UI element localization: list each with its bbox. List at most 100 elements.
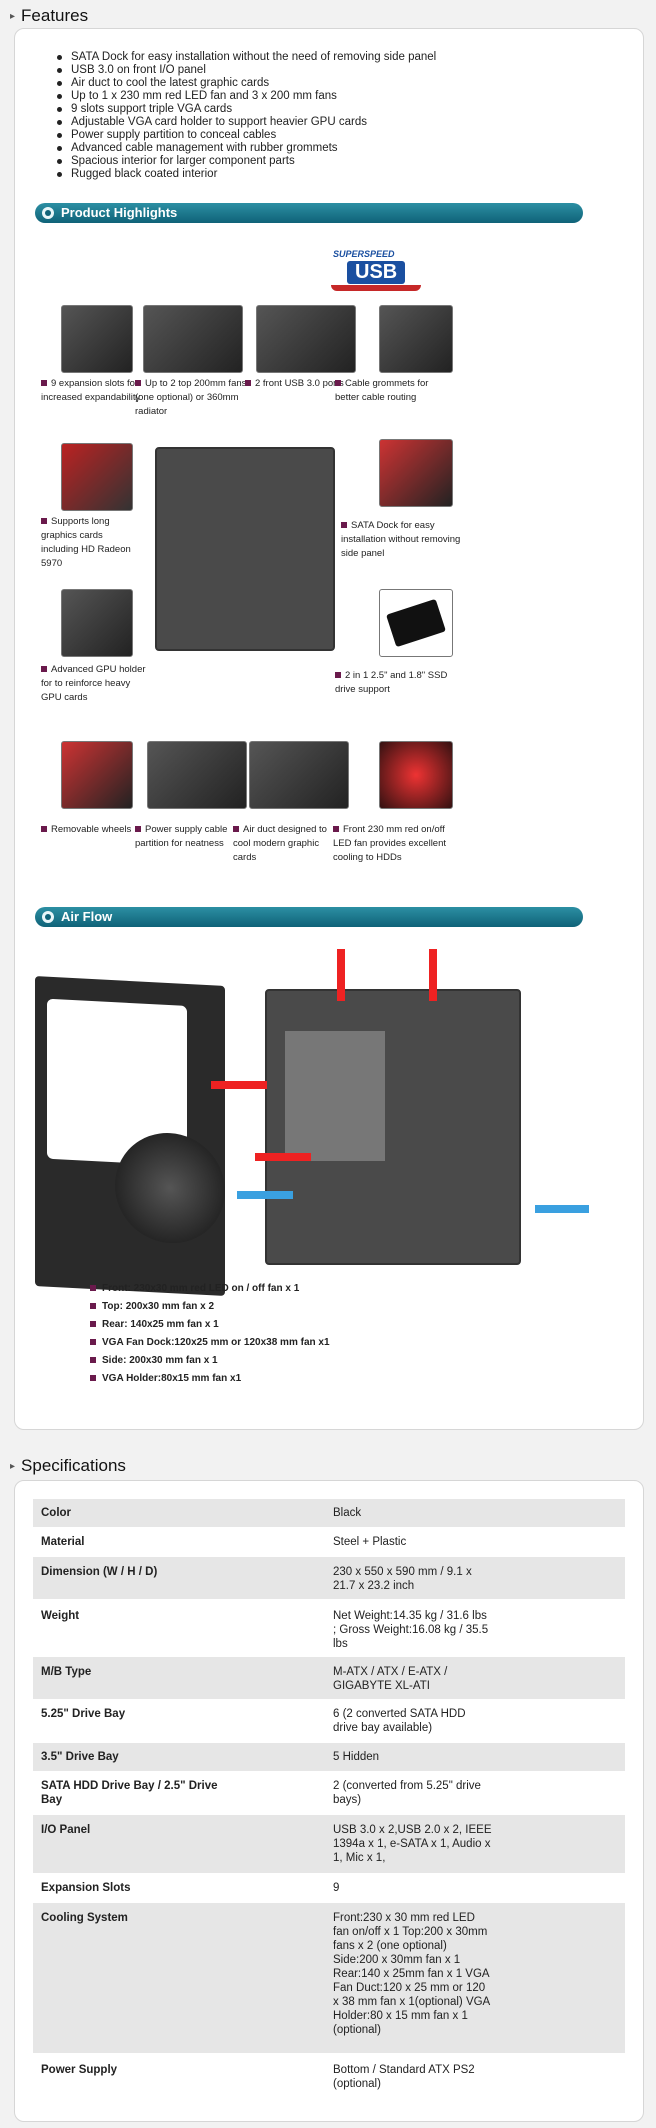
spec-key: Power Supply — [41, 2064, 118, 2076]
thumb-expansion-slots — [61, 305, 133, 373]
usb-logo: SUPERSPEED USB — [329, 249, 425, 299]
spec-key: Expansion Slots — [41, 1882, 131, 1894]
fan-item: Side: 200x30 mm fan x 1 — [90, 1352, 330, 1370]
fan-item: Front: 230x30 mm red LED on / off fan x … — [90, 1280, 330, 1298]
airflow-arrow-left — [211, 1081, 267, 1089]
thumb-psu-partition — [147, 741, 247, 809]
spec-value: M-ATX / ATX / E-ATX / GIGABYTE XL-ATI — [333, 1666, 448, 1692]
spec-key: Color — [41, 1507, 72, 1519]
spec-row: Color Black — [33, 1499, 625, 1527]
caption-air-duct: Air duct designed to cool modern graphic… — [233, 824, 327, 863]
bullet-icon — [42, 911, 54, 923]
caption-front-fan: Front 230 mm red on/off LED fan provides… — [333, 824, 447, 863]
fan-list: Front: 230x30 mm red LED on / off fan x … — [90, 1280, 330, 1388]
spec-row: Expansion Slots 9 — [33, 1873, 625, 1903]
airflow-arrow-left — [255, 1153, 311, 1161]
spec-value: USB 3.0 x 2,USB 2.0 x 2, IEEE 1394a x 1,… — [333, 1824, 492, 1864]
fan-item: VGA Fan Dock:120x25 mm or 120x38 mm fan … — [90, 1334, 330, 1352]
feature-item: Rugged black coated interior — [55, 168, 436, 181]
spec-row: 5.25" Drive Bay 6 (2 converted SATA HDD … — [33, 1699, 625, 1743]
feature-item: Advanced cable management with rubber gr… — [55, 142, 436, 155]
thumb-top-fans — [143, 305, 243, 373]
thumb-front-fan — [379, 741, 453, 809]
airflow-arrow-up — [429, 949, 437, 1001]
thumb-wheels — [61, 741, 133, 809]
thumb-cable-grommets — [379, 305, 453, 373]
feature-item: SATA Dock for easy installation without … — [55, 51, 436, 64]
fan-item: Rear: 140x25 mm fan x 1 — [90, 1316, 330, 1334]
air-flow-title: Air Flow — [61, 909, 113, 924]
specifications-heading: ▸ Specifications — [10, 1456, 126, 1476]
caret-icon: ▸ — [10, 1460, 16, 1472]
caption-ssd: 2 in 1 2.5" and 1.8" SSD drive support — [335, 670, 448, 695]
spec-row: Dimension (W / H / D) 230 x 550 x 590 mm… — [33, 1557, 625, 1599]
thumb-gpu-holder — [61, 589, 133, 657]
fan-item: VGA Holder:80x15 mm fan x1 — [90, 1370, 330, 1388]
airflow-arrow-left — [535, 1205, 589, 1213]
spec-key: I/O Panel — [41, 1824, 91, 1836]
airflow-case-image — [265, 989, 521, 1265]
caption-top-fans: Up to 2 top 200mm fans (one optional) or… — [135, 378, 247, 417]
spec-value: Net Weight:14.35 kg / 31.6 lbs ; Gross W… — [333, 1610, 489, 1650]
caption-grommets: Cable grommets for better cable routing — [335, 378, 429, 403]
specifications-title: Specifications — [21, 1456, 126, 1475]
thumb-sata-dock — [379, 439, 453, 507]
feature-item: Air duct to cool the latest graphic card… — [55, 77, 436, 90]
caption-psu: Power supply cable partition for neatnes… — [135, 824, 228, 849]
spec-value: Steel + Plastic — [333, 1536, 407, 1548]
spec-value: 2 (converted from 5.25" drive bays) — [333, 1780, 481, 1806]
spec-row: Cooling System Front:230 x 30 mm red LED… — [33, 1903, 625, 2053]
spec-row: I/O Panel USB 3.0 x 2,USB 2.0 x 2, IEEE … — [33, 1815, 625, 1873]
caption-wheels: Removable wheels — [41, 823, 151, 837]
spec-value: 230 x 550 x 590 mm / 9.1 x 21.7 x 23.2 i… — [333, 1566, 472, 1592]
bullet-icon — [42, 207, 54, 219]
spec-row: 3.5" Drive Bay 5 Hidden — [33, 1743, 625, 1771]
spec-value: 6 (2 converted SATA HDD drive bay availa… — [333, 1708, 466, 1734]
feature-item: USB 3.0 on front I/O panel — [55, 64, 436, 77]
feature-item: Spacious interior for larger component p… — [55, 155, 436, 168]
spec-key: Weight — [41, 1610, 80, 1622]
spec-row: M/B Type M-ATX / ATX / E-ATX / GIGABYTE … — [33, 1657, 625, 1699]
spec-value: Bottom / Standard ATX PS2 (optional) — [333, 2064, 475, 2090]
thumb-air-duct — [249, 741, 349, 809]
thumb-ssd — [379, 589, 453, 657]
fan-item: Top: 200x30 mm fan x 2 — [90, 1298, 330, 1316]
thumb-usb-ports — [256, 305, 356, 373]
usb-logo-swoosh — [331, 285, 421, 291]
features-card: SATA Dock for easy installation without … — [14, 28, 644, 1430]
spec-value: Black — [333, 1507, 362, 1519]
features-list: SATA Dock for easy installation without … — [55, 51, 436, 181]
features-title: Features — [21, 6, 89, 25]
feature-item: Adjustable VGA card holder to support he… — [55, 116, 436, 129]
specifications-card: Color Black Material Steel + Plastic Dim… — [14, 1480, 644, 2122]
spec-value: 5 Hidden — [333, 1751, 380, 1763]
spec-row: SATA HDD Drive Bay / 2.5" Drive Bay 2 (c… — [33, 1771, 625, 1815]
spec-value: 9 — [333, 1882, 340, 1894]
spec-key: 3.5" Drive Bay — [41, 1751, 119, 1763]
features-heading: ▸ Features — [10, 6, 88, 26]
product-highlights-bar: Product Highlights — [35, 203, 583, 223]
caption-gpu-holder: Advanced GPU holder for to reinforce hea… — [41, 664, 146, 703]
spec-key: Dimension (W / H / D) — [41, 1566, 158, 1578]
usb-logo-super: SUPERSPEED — [333, 249, 395, 259]
air-flow-bar: Air Flow — [35, 907, 583, 927]
thumb-graphics-cards — [61, 443, 133, 511]
caption-expansion: 9 expansion slots for increased expandab… — [41, 378, 141, 403]
feature-item: Power supply partition to conceal cables — [55, 129, 436, 142]
side-panel-image — [35, 976, 225, 1296]
spec-key: Material — [41, 1536, 85, 1548]
usb-logo-main: USB — [347, 261, 406, 284]
spec-key: SATA HDD Drive Bay / 2.5" Drive Bay — [41, 1780, 218, 1806]
product-highlights-title: Product Highlights — [61, 205, 178, 220]
spec-key: Cooling System — [41, 1912, 128, 1924]
caption-usb: 2 front USB 3.0 ports — [245, 377, 355, 391]
caret-icon: ▸ — [10, 10, 16, 22]
spec-row: Weight Net Weight:14.35 kg / 31.6 lbs ; … — [33, 1599, 625, 1657]
caption-sata-dock: SATA Dock for easy installation without … — [341, 520, 461, 559]
caption-graphics: Supports long graphics cards including H… — [41, 516, 131, 569]
airflow-arrow-up — [337, 949, 345, 1001]
feature-item: Up to 1 x 230 mm red LED fan and 3 x 200… — [55, 90, 436, 103]
spec-row: Material Steel + Plastic — [33, 1527, 625, 1557]
spec-key: M/B Type — [41, 1666, 92, 1678]
feature-item: 9 slots support triple VGA cards — [55, 103, 436, 116]
